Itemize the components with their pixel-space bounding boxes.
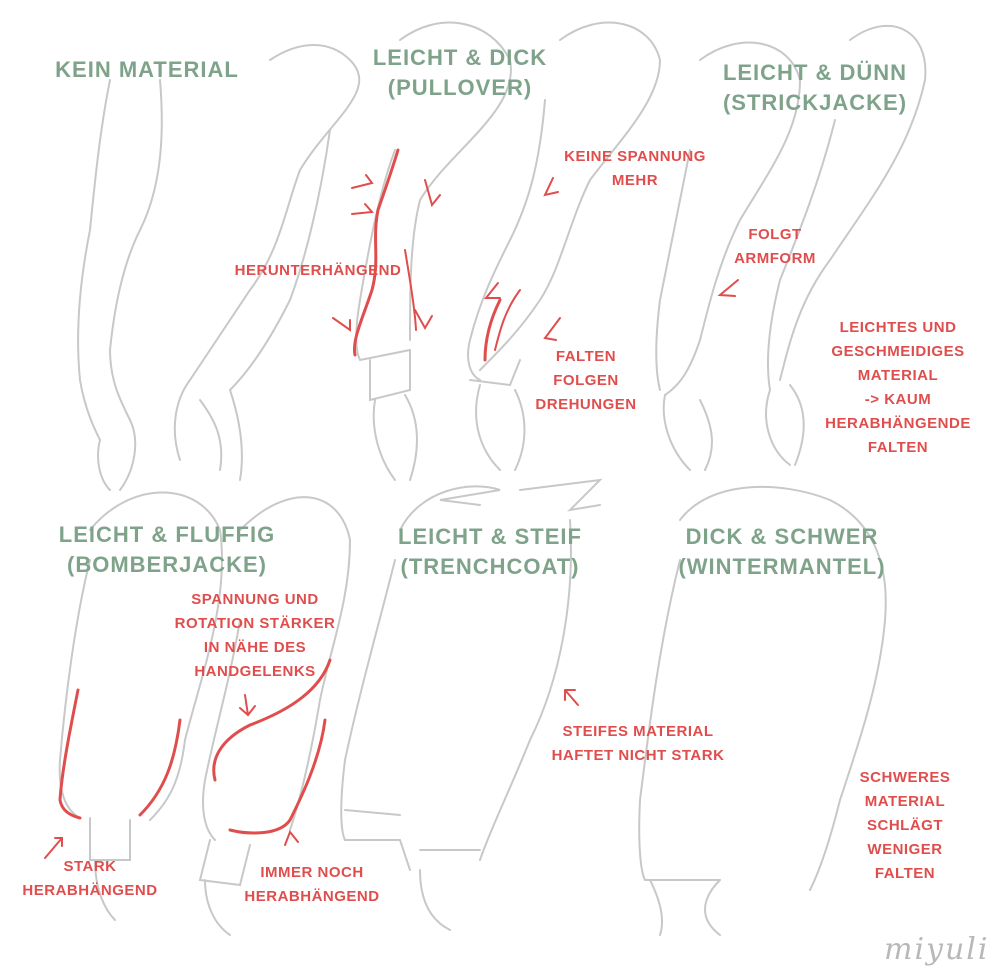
bomber-arm-sketch [58,491,352,936]
note-line: GESCHMEIDIGES [831,343,965,360]
note-hanging-down: HERUNTERHÄNGEND [235,259,402,283]
heading-line: (TRENCHCOAT) [400,554,580,579]
note-line: SCHWERES [859,769,951,786]
note-line: ROTATION STÄRKER [174,615,336,632]
note-tension-near-wrist: SPANNUNG UND ROTATION STÄRKER IN NÄHE DE… [175,588,336,684]
note-line: -> KAUM [864,391,932,408]
note-line: HERABHÄNGEND [22,882,158,899]
note-line: FALTEN [874,865,936,882]
note-strongly-hanging: STARK HERABHÄNGEND [22,855,157,903]
note-line: SPANNUNG UND [191,591,319,608]
trenchcoat-red-arrow [564,689,579,706]
note-line: WENIGER [867,841,943,858]
heading-cardigan: LEICHT & DÜNN (STRICKJACKE) [723,58,907,118]
heading-line: LEICHT & STEIF [398,524,582,549]
heading-line: (BOMBERJACKE) [66,552,267,577]
heading-bomber: LEICHT & FLUFFIG (BOMBERJACKE) [59,520,275,580]
bare-arm-sketch [77,44,361,491]
note-light-flexible-material: LEICHTES UND GESCHMEIDIGES MATERIAL -> K… [825,316,971,460]
heading-line: DICK & SCHWER [685,524,879,549]
note-still-hanging: IMMER NOCH HERABHÄNGEND [244,861,379,909]
note-no-tension: KEINE SPANNUNG MEHR [564,145,706,193]
trenchcoat-arm-sketch [340,478,603,931]
heading-line: LEICHT & FLUFFIG [58,522,276,547]
note-line: MEHR [611,172,659,189]
note-line: HANDGELENKS [194,663,316,680]
note-line: FOLGT [748,226,802,243]
note-line: HERABHÄNGENDE [825,415,971,432]
pullover-red-fold-lines [332,148,739,362]
note-heavy-material: SCHWERES MATERIAL SCHLÄGT WENIGER FALTEN [860,766,951,886]
note-line: DREHUNGEN [535,396,637,413]
note-follows-arm-shape: FOLGT ARMFORM [734,223,816,271]
pullover-arm-sketch [355,21,662,481]
note-line: IMMER NOCH [260,864,364,881]
note-line: SCHLÄGT [867,817,943,834]
heading-no-material: KEIN MATERIAL [55,55,239,85]
note-line: FALTEN [867,439,929,456]
wintercoat-arm-sketch [638,485,887,936]
cardigan-arm-sketch [655,24,927,471]
note-line: HAFTET NICHT STARK [551,747,725,764]
note-line: HERABHÄNGEND [244,888,380,905]
bomber-red-fold-lines [44,658,332,859]
heading-trenchcoat: LEICHT & STEIF (TRENCHCOAT) [398,522,582,582]
note-line: MATERIAL [864,793,946,810]
note-line: MATERIAL [857,367,939,384]
heading-pullover: LEICHT & DICK (PULLOVER) [373,43,547,103]
note-line: FOLGEN [553,372,619,389]
note-line: HERUNTERHÄNGEND [234,262,402,279]
note-stiff-material: STEIFES MATERIAL HAFTET NICHT STARK [552,720,725,768]
note-line: LEICHTES UND [839,319,957,336]
artist-signature: miyuli [884,932,990,967]
note-line: KEINE SPANNUNG [564,148,706,165]
heading-line: (PULLOVER) [387,75,533,100]
note-line: FALTEN [555,348,617,365]
heading-line: LEICHT & DÜNN [722,60,908,85]
note-line: IN NÄHE DES [203,639,307,656]
note-line: STARK [63,858,117,875]
heading-line: KEIN MATERIAL [55,57,239,82]
heading-line: LEICHT & DICK [372,45,548,70]
heading-line: (STRICKJACKE) [722,90,908,115]
note-line: ARMFORM [734,250,816,267]
heading-line: (WINTERMANTEL) [678,554,886,579]
heading-wintercoat: DICK & SCHWER (WINTERMANTEL) [678,522,885,582]
note-folds-follow-rotation: FALTEN FOLGEN DREHUNGEN [535,345,636,417]
note-line: STEIFES MATERIAL [562,723,714,740]
